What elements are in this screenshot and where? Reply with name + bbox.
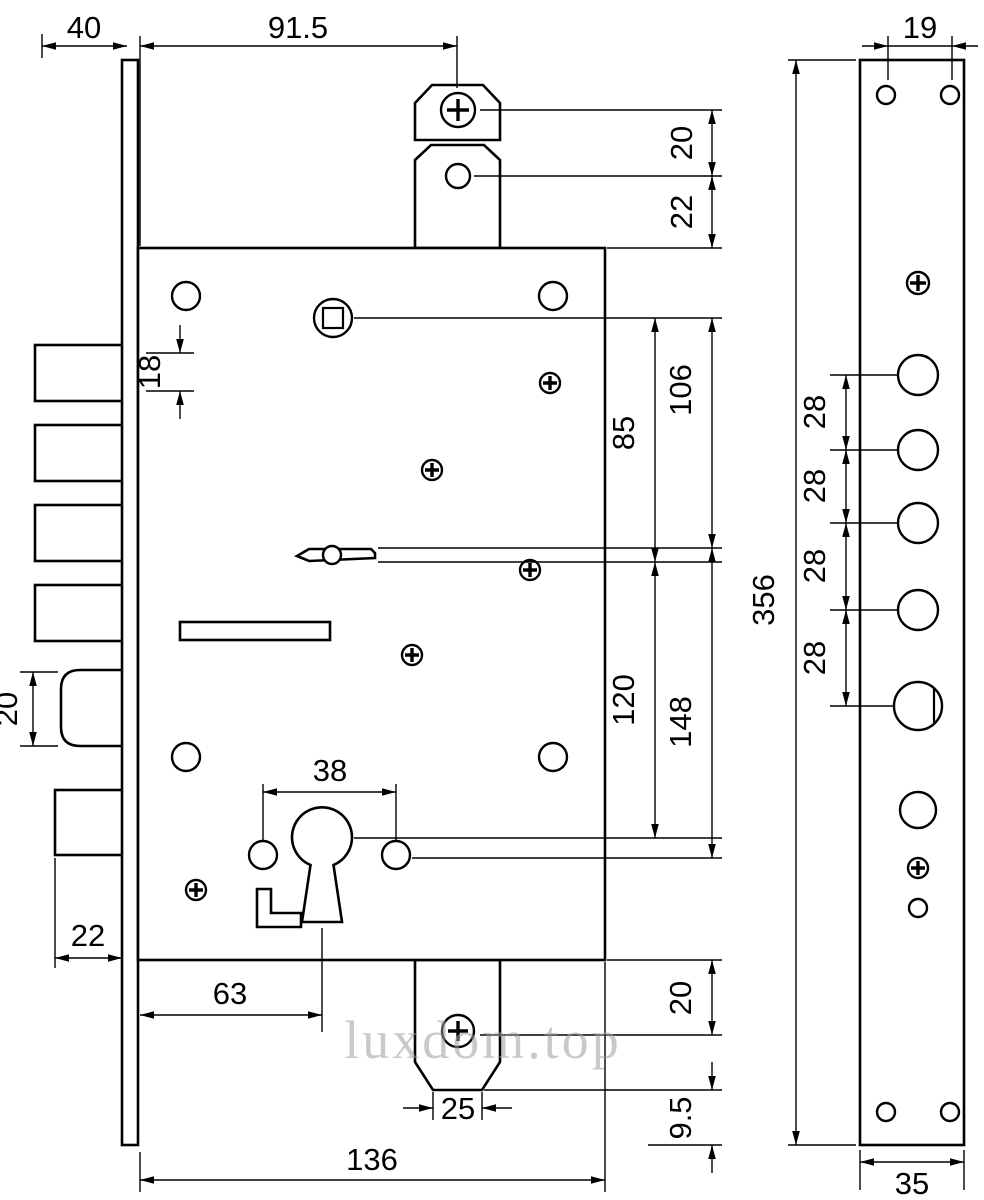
dim-label: 20 xyxy=(0,692,24,726)
dim-136: 136 xyxy=(139,962,606,1192)
screw-cross-icon xyxy=(911,861,925,875)
lock-case xyxy=(136,246,607,962)
screw-cross-icon xyxy=(448,1021,468,1041)
dim-label: 136 xyxy=(346,1142,398,1177)
dim-25: 25 xyxy=(403,1091,512,1126)
dim-label: 148 xyxy=(663,696,698,748)
dim-356: 356 xyxy=(746,59,856,1146)
dim-label: 38 xyxy=(313,753,347,788)
dim-20-bottom: 20 xyxy=(480,959,722,1036)
dim-label: 356 xyxy=(746,574,781,626)
dim-22-top: 22 xyxy=(664,176,716,248)
dim-label: 20 xyxy=(664,126,699,160)
bolt-hole xyxy=(896,353,940,397)
dim-91-5: 91.5 xyxy=(139,10,458,246)
screw-cross-icon xyxy=(523,563,537,577)
dim-9-5: 9.5 xyxy=(484,1062,722,1173)
slot-opening xyxy=(178,620,332,642)
keyhole-group xyxy=(247,806,412,929)
detent-pin xyxy=(321,544,343,566)
screw-cross-icon xyxy=(447,99,469,121)
cylinder-side-hole xyxy=(380,839,412,871)
keyhole xyxy=(290,806,354,924)
top-small-hole xyxy=(444,162,472,190)
deadbolt-2 xyxy=(33,423,125,483)
dim-label: 85 xyxy=(606,416,641,450)
screw-cross-icon xyxy=(425,463,439,477)
faceplate-view xyxy=(858,58,966,1147)
cylinder-side-hole xyxy=(247,839,279,871)
dim-label: 19 xyxy=(903,10,937,45)
dim-label: 120 xyxy=(606,674,641,726)
dim-label: 22 xyxy=(71,918,105,953)
mounting-hole xyxy=(537,280,569,312)
dim-19: 19 xyxy=(862,10,978,80)
mounting-hole xyxy=(170,280,202,312)
deadbolt-4 xyxy=(33,583,125,643)
dim-28-chain: 28 28 28 28 xyxy=(797,374,898,707)
bottom-extension xyxy=(413,958,502,1092)
dim-label: 35 xyxy=(895,1166,929,1200)
lower-bolt xyxy=(53,788,125,857)
dim-label: 106 xyxy=(663,364,698,416)
deadbolt-1 xyxy=(33,343,125,403)
dim-20-left: 20 xyxy=(0,671,58,747)
dim-label: 22 xyxy=(664,195,699,229)
case-holes xyxy=(170,280,569,929)
dim-38: 38 xyxy=(262,753,397,840)
dim-label: 91.5 xyxy=(268,10,328,45)
strip-bottom-hole xyxy=(875,1101,897,1123)
strip-top-hole xyxy=(875,84,897,106)
dim-chains-inner: 85 106 120 148 xyxy=(354,317,722,859)
watermark-text: luxdom.top xyxy=(344,1010,622,1070)
spindle-square xyxy=(321,306,345,330)
bolt-hole xyxy=(896,501,940,545)
dim-label: 28 xyxy=(797,549,832,583)
dim-label: 20 xyxy=(663,981,698,1015)
dim-63: 63 xyxy=(140,928,323,1032)
spindle-hole xyxy=(312,297,354,339)
latch-bolt xyxy=(59,668,125,748)
strip-small-hole xyxy=(907,897,929,919)
dim-18: 18 xyxy=(132,325,194,419)
screw-cross-icon xyxy=(910,275,926,291)
top-extension-neck xyxy=(413,143,502,250)
strip-top-hole xyxy=(939,84,961,106)
cylinder-cam-lever xyxy=(255,887,303,929)
mounting-hole xyxy=(537,741,569,773)
dim-40: 40 xyxy=(41,10,127,58)
dim-22-bottom: 22 xyxy=(54,858,122,968)
screw-cross-icon xyxy=(543,376,557,390)
case-screws xyxy=(184,371,562,902)
bolt-hole xyxy=(896,588,940,632)
dim-label: 63 xyxy=(213,976,247,1011)
dimensions: 40 91.5 19 20 22 xyxy=(0,10,978,1200)
screw-cross-icon xyxy=(405,648,419,662)
screw-cross-icon xyxy=(189,883,203,897)
mounting-hole xyxy=(170,741,202,773)
front-view xyxy=(33,58,607,1147)
dim-20-top: 20 xyxy=(474,109,722,249)
dim-label: 28 xyxy=(797,469,832,503)
dim-label: 28 xyxy=(797,395,832,429)
dim-35: 35 xyxy=(859,1150,965,1200)
dim-label: 40 xyxy=(67,10,101,45)
deadbolt-3 xyxy=(33,503,125,563)
dim-label: 25 xyxy=(441,1091,475,1126)
strip-bottom-hole xyxy=(939,1101,961,1123)
bolt-hole xyxy=(896,428,940,472)
faceplate-edge xyxy=(120,58,140,1147)
lower-bolt-hole xyxy=(898,790,938,830)
dim-label: 28 xyxy=(797,641,832,675)
deadbolts xyxy=(33,343,125,857)
dim-label: 18 xyxy=(132,355,167,389)
dim-label: 9.5 xyxy=(663,1096,698,1139)
